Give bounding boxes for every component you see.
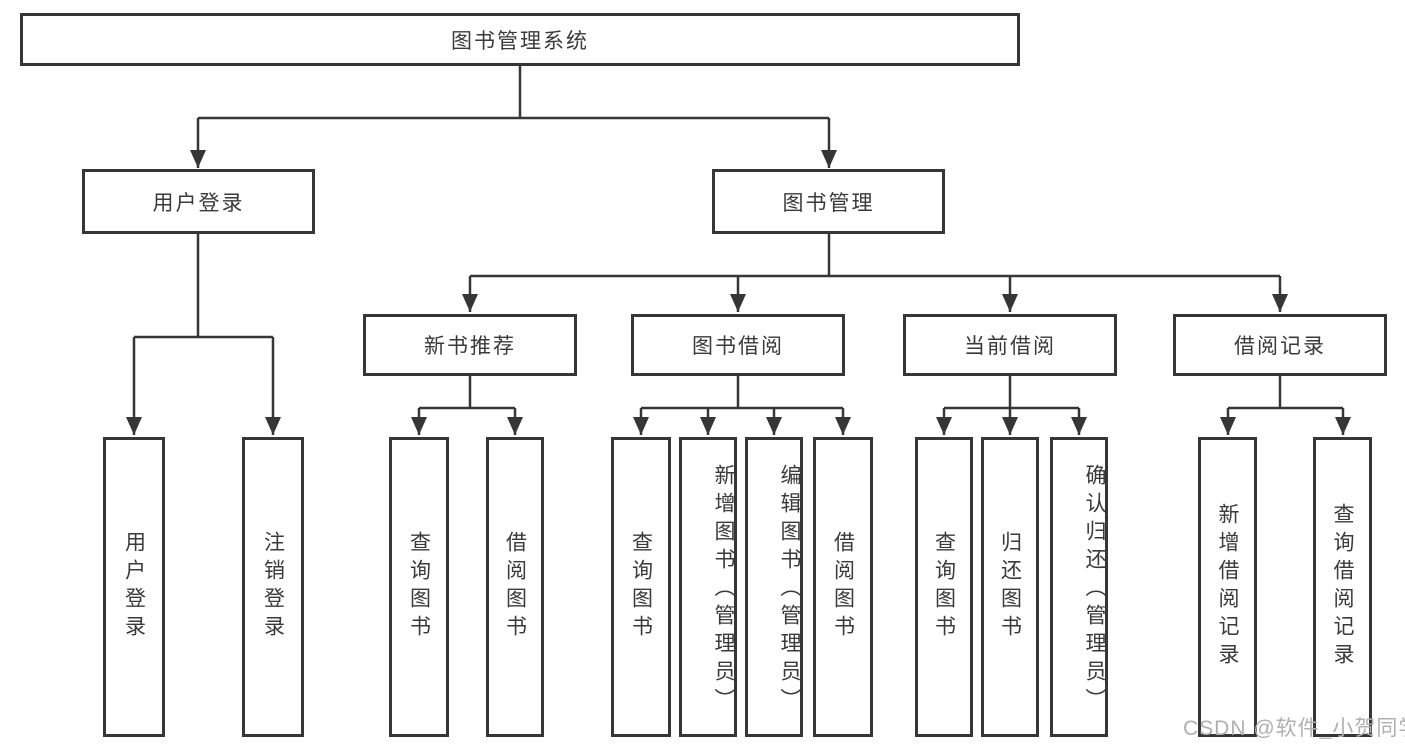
node-library-management-system: 图书管理系统 (20, 13, 1020, 66)
leaf-confirm-return-admin: 确认归还（管理员） (1050, 437, 1108, 737)
leaf-borrow-books-recommend: 借阅图书 (486, 437, 544, 737)
csdn-watermark: CSDN @软件_小贺同学 (1183, 717, 1405, 740)
leaf-logout: 注销登录 (242, 437, 304, 737)
leaf-query-books-borrow: 查询图书 (611, 437, 671, 737)
leaf-user-login: 用户登录 (103, 437, 165, 737)
node-new-book-recommend: 新书推荐 (363, 314, 577, 376)
leaf-return-books: 归还图书 (981, 437, 1039, 737)
node-current-borrow: 当前借阅 (903, 314, 1117, 376)
leaf-add-books-admin: 新增图书（管理员） (679, 437, 737, 737)
leaf-query-borrow-record: 查询借阅记录 (1313, 437, 1372, 737)
leaf-borrow-books: 借阅图书 (813, 437, 873, 737)
node-user-login: 用户登录 (82, 169, 315, 234)
leaf-edit-books-admin: 编辑图书（管理员） (745, 437, 803, 737)
leaf-add-borrow-record: 新增借阅记录 (1198, 437, 1257, 737)
leaf-query-books-recommend: 查询图书 (389, 437, 449, 737)
node-borrow-records: 借阅记录 (1173, 314, 1387, 376)
node-book-management: 图书管理 (712, 169, 945, 234)
node-book-borrow: 图书借阅 (631, 314, 845, 376)
leaf-query-books-current: 查询图书 (915, 437, 973, 737)
